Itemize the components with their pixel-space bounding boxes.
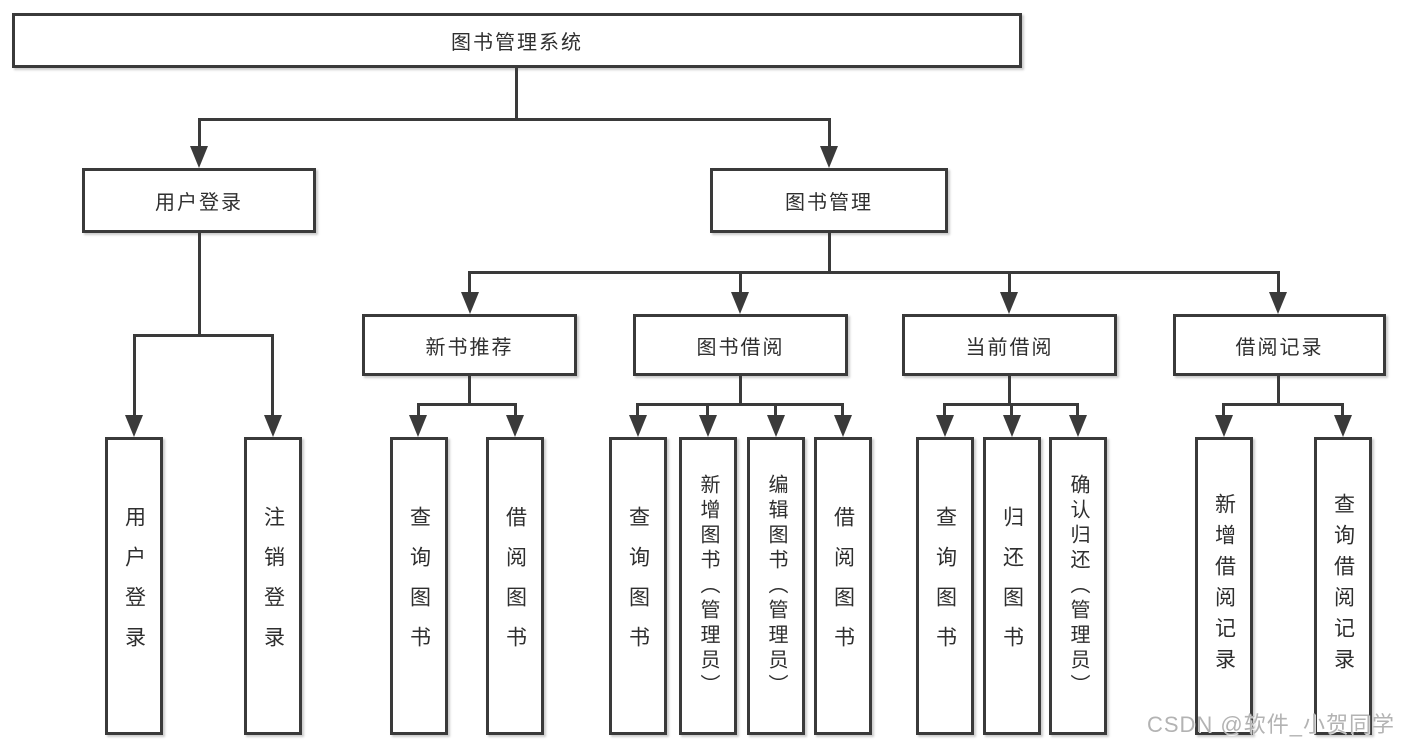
leaf-return-books: 归还图书	[983, 437, 1041, 735]
connector-line-v	[841, 403, 844, 419]
connector-line-v	[1008, 376, 1011, 405]
connector-line-v	[739, 271, 742, 295]
connector-line-v	[515, 68, 518, 120]
leaf-query-books-recommend: 查询图书	[390, 437, 448, 735]
node-current-borrowing: 当前借阅	[902, 314, 1117, 376]
connector-line-v	[468, 271, 471, 295]
leaf-query-borrow-record: 查询借阅记录	[1314, 437, 1372, 735]
arrow-down-icon	[731, 292, 749, 314]
connector-line-v	[1341, 403, 1344, 419]
connector-line-v	[1277, 376, 1280, 405]
connector-line-v	[706, 403, 709, 419]
arrow-down-icon	[264, 415, 282, 437]
node-book-borrowing: 图书借阅	[633, 314, 848, 376]
connector-line-h	[636, 403, 844, 406]
node-user-login: 用户登录	[82, 168, 316, 233]
connector-line-v	[1222, 403, 1225, 419]
connector-line-v	[468, 376, 471, 405]
node-label: 借阅图书	[503, 506, 527, 666]
connector-line-v	[1076, 403, 1079, 419]
node-label: 图书借阅	[696, 336, 785, 359]
arrow-down-icon	[936, 415, 954, 437]
leaf-borrow-books-recommend: 借阅图书	[486, 437, 544, 735]
connector-line-v	[417, 403, 420, 419]
arrow-down-icon	[506, 415, 524, 437]
node-label: 用户登录	[155, 192, 243, 214]
arrow-down-icon	[767, 415, 785, 437]
node-label: 图书管理系统	[451, 32, 583, 54]
node-borrowing-records: 借阅记录	[1173, 314, 1386, 376]
leaf-edit-book-admin: 编辑图书（管理员）	[747, 437, 805, 735]
connector-line-v	[828, 233, 831, 273]
connector-line-v	[1277, 271, 1280, 295]
arrow-down-icon	[834, 415, 852, 437]
connector-line-v	[636, 403, 639, 419]
node-label: 查询借阅记录	[1331, 493, 1355, 679]
node-label: 当前借阅	[965, 336, 1054, 359]
leaf-confirm-return-admin: 确认归还（管理员）	[1049, 437, 1107, 735]
node-label: 借阅图书	[831, 506, 855, 666]
node-label: 归还图书	[1000, 506, 1024, 666]
leaf-add-book-admin: 新增图书（管理员）	[679, 437, 737, 735]
leaf-query-books-borrowing: 查询图书	[609, 437, 667, 735]
node-label: 新书推荐	[425, 336, 514, 359]
arrow-down-icon	[1269, 292, 1287, 314]
connector-line-v	[739, 376, 742, 405]
connector-line-h	[468, 271, 1280, 274]
leaf-user-login: 用户登录	[105, 437, 163, 735]
node-label: 查询图书	[407, 506, 431, 666]
connector-line-h	[1222, 403, 1344, 406]
connector-line-v	[774, 403, 777, 419]
arrow-down-icon	[125, 415, 143, 437]
leaf-logout: 注销登录	[244, 437, 302, 735]
node-label: 新增借阅记录	[1212, 493, 1236, 679]
node-label: 注销登录	[261, 506, 285, 666]
node-label: 新增图书（管理员）	[697, 473, 719, 699]
arrow-down-icon	[461, 292, 479, 314]
node-label: 确认归还（管理员）	[1067, 473, 1089, 699]
node-label: 查询图书	[933, 506, 957, 666]
connector-line-v	[1010, 403, 1013, 419]
connector-line-v	[514, 403, 517, 419]
connector-line-v	[198, 118, 201, 150]
watermark-text: CSDN @软件_小贺同学	[1146, 712, 1395, 737]
arrow-down-icon	[1215, 415, 1233, 437]
connector-line-v	[828, 118, 831, 150]
arrow-down-icon	[1334, 415, 1352, 437]
connector-line-h	[198, 118, 831, 121]
leaf-borrow-books-borrowing: 借阅图书	[814, 437, 872, 735]
leaf-add-borrow-record: 新增借阅记录	[1195, 437, 1253, 735]
connector-line-v	[198, 233, 201, 336]
connector-line-v	[133, 334, 136, 418]
connector-line-v	[271, 334, 274, 418]
arrow-down-icon	[820, 146, 838, 168]
connector-line-v	[1008, 271, 1011, 295]
node-label: 查询图书	[626, 506, 650, 666]
arrow-down-icon	[1003, 415, 1021, 437]
arrow-down-icon	[699, 415, 717, 437]
arrow-down-icon	[1000, 292, 1018, 314]
node-label: 编辑图书（管理员）	[765, 473, 787, 699]
arrow-down-icon	[409, 415, 427, 437]
node-label: 用户登录	[122, 506, 146, 666]
arrow-down-icon	[629, 415, 647, 437]
arrow-down-icon	[190, 146, 208, 168]
node-root-library-system: 图书管理系统	[12, 13, 1022, 68]
node-new-book-recommend: 新书推荐	[362, 314, 577, 376]
node-label: 借阅记录	[1235, 336, 1324, 359]
connector-line-h	[133, 334, 274, 337]
leaf-query-books-current: 查询图书	[916, 437, 974, 735]
connector-line-v	[943, 403, 946, 419]
connector-line-h	[417, 403, 517, 406]
node-label: 图书管理	[785, 192, 873, 214]
arrow-down-icon	[1069, 415, 1087, 437]
node-book-management: 图书管理	[710, 168, 948, 233]
